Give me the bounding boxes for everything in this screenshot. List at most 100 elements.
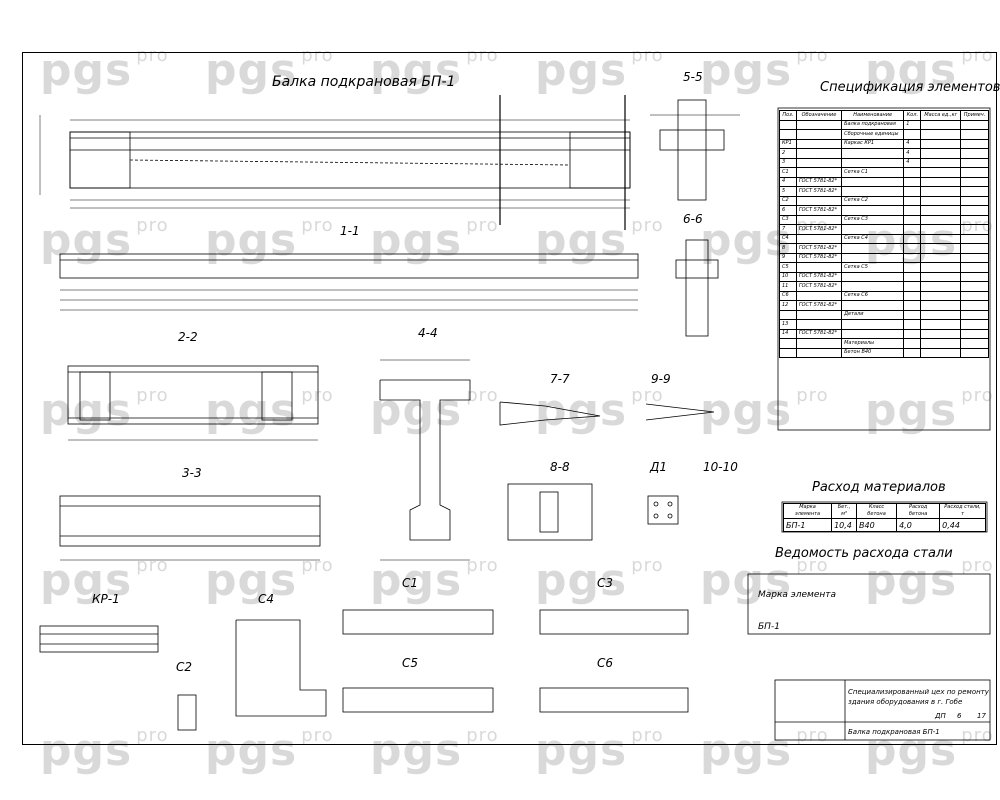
watermark-brand: pgs (865, 385, 958, 436)
stamp-sheets: 17 (977, 712, 986, 720)
watermark-brand: pgs (205, 215, 298, 266)
spec-cell (960, 347, 989, 358)
spec-cell: 14 (779, 328, 797, 339)
spec-cell (960, 252, 989, 263)
beam-section-2-2 (67, 365, 319, 441)
spec-cell (779, 119, 797, 130)
watermark-brand: pgs (40, 555, 133, 606)
spec-cell (960, 157, 989, 168)
spec-cell: ГОСТ 5781-82* (795, 205, 843, 216)
spec-cell (960, 233, 989, 244)
spec-header-cell: Поз. (779, 110, 797, 121)
spec-cell (903, 129, 922, 140)
spec-cell (903, 300, 922, 311)
section-label-c2: С2 (176, 660, 193, 674)
spec-cell (795, 138, 843, 149)
spec-cell (903, 243, 922, 254)
spec-cell (795, 233, 843, 244)
spec-table-frame (777, 107, 991, 431)
spec-cell (841, 319, 905, 330)
watermark-suffix: pro (796, 555, 829, 576)
watermark-brand: pgs (40, 725, 133, 776)
beam-section-9-9 (645, 403, 715, 421)
spec-cell: С2 (779, 195, 797, 206)
materials-cell: 4,0 (896, 518, 941, 532)
spec-cell (920, 271, 962, 282)
spec-cell (920, 262, 962, 273)
materials-cell: В40 (855, 518, 898, 532)
spec-cell: 6 (779, 205, 797, 216)
section-label-c6: С6 (597, 656, 614, 670)
spec-cell: Сетка С4 (841, 233, 905, 244)
spec-cell (903, 290, 922, 301)
spec-cell: 5 (779, 186, 797, 197)
spec-cell (960, 300, 989, 311)
watermark-suffix: pro (301, 45, 334, 66)
spec-cell (841, 243, 905, 254)
watermark-brand: pgs (40, 385, 133, 436)
spec-cell: 4 (903, 148, 922, 159)
spec-cell: 12 (779, 300, 797, 311)
section-label-d1: Д1 (650, 460, 668, 474)
spec-cell: ГОСТ 5781-82* (795, 176, 843, 187)
spec-cell (779, 338, 797, 349)
section-label-3-3: 3-3 (182, 466, 202, 480)
materials-header-cell: Класс бетона (855, 503, 898, 519)
spec-cell (795, 214, 843, 225)
watermark-brand: pgs (535, 45, 628, 96)
spec-cell (795, 157, 843, 168)
spec-cell: ГОСТ 5781-82* (795, 186, 843, 197)
spec-cell (841, 328, 905, 339)
watermark-suffix: pro (961, 555, 994, 576)
stamp-line1: Специализированный цех по ремонту (848, 688, 989, 696)
spec-row: Материалы (779, 338, 989, 349)
spec-cell (903, 205, 922, 216)
spec-cell (960, 290, 989, 301)
watermark-brand: pgs (205, 725, 298, 776)
spec-cell (960, 138, 989, 149)
watermark-suffix: pro (466, 555, 499, 576)
watermark-brand: pgs (205, 385, 298, 436)
materials-header-cell: Расход стали, т (939, 503, 986, 519)
mesh-c4 (235, 619, 327, 717)
watermark-suffix: pro (136, 725, 169, 746)
spec-cell: С1 (779, 167, 797, 178)
spec-cell (920, 157, 962, 168)
section-label-c5: С5 (402, 656, 419, 670)
spec-cell: КР1 (779, 138, 797, 149)
spec-cell: ГОСТ 5781-82* (795, 243, 843, 254)
section-label-9-9: 9-9 (651, 372, 671, 386)
section-label-4-4: 4-4 (418, 326, 438, 340)
section-label-2-2: 2-2 (178, 330, 198, 344)
spec-cell: Материалы (841, 338, 905, 349)
stamp-stage: ДП (935, 712, 946, 720)
materials-cell: БП-1 (782, 518, 833, 532)
beam-section-1-1 (59, 253, 639, 311)
spec-cell (779, 309, 797, 320)
spec-cell (920, 138, 962, 149)
spec-cell (960, 205, 989, 216)
spec-cell (960, 328, 989, 339)
detail-d1 (647, 495, 679, 525)
watermark-suffix: pro (631, 45, 664, 66)
spec-cell: 7 (779, 224, 797, 235)
watermark-suffix: pro (466, 385, 499, 406)
watermark-suffix: pro (466, 725, 499, 746)
spec-cell: ГОСТ 5781-82* (795, 271, 843, 282)
spec-cell (841, 157, 905, 168)
spec-cell (920, 129, 962, 140)
spec-cell: Сетка С6 (841, 290, 905, 301)
watermark-brand: pgs (370, 385, 463, 436)
spec-cell (779, 347, 797, 358)
